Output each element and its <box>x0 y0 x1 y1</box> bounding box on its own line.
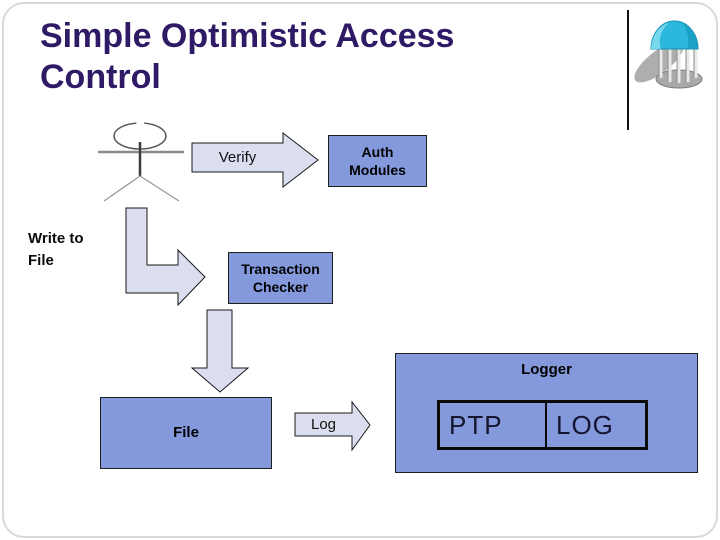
down-arrow <box>190 309 250 393</box>
write-to-file-label: Write to File <box>28 230 84 269</box>
transaction-checker-label: Transaction Checker <box>241 261 320 295</box>
gazebo-logo <box>634 20 703 89</box>
auth-modules-label: Auth Modules <box>349 144 406 178</box>
file-node: File <box>100 397 272 469</box>
verify-arrow <box>191 131 319 189</box>
logger-label: Logger <box>521 361 572 378</box>
log-arrow <box>294 400 371 452</box>
log-cell: LOG <box>545 403 645 447</box>
verify-arrow-label: Verify <box>218 149 257 166</box>
file-label: File <box>173 424 199 441</box>
transaction-checker-node: Transaction Checker <box>228 252 333 304</box>
header-divider-line <box>627 10 629 130</box>
ptp-cell: PTP <box>449 409 503 440</box>
auth-modules-node: Auth Modules <box>328 135 427 187</box>
logger-node: Logger PTP LOG <box>395 353 698 473</box>
person-icon <box>98 122 184 202</box>
write-bent-arrow <box>125 207 206 307</box>
logger-store-box: PTP LOG <box>437 400 648 450</box>
page-title: Simple Optimistic Access Control <box>40 17 455 96</box>
log-arrow-label: Log <box>310 416 337 433</box>
